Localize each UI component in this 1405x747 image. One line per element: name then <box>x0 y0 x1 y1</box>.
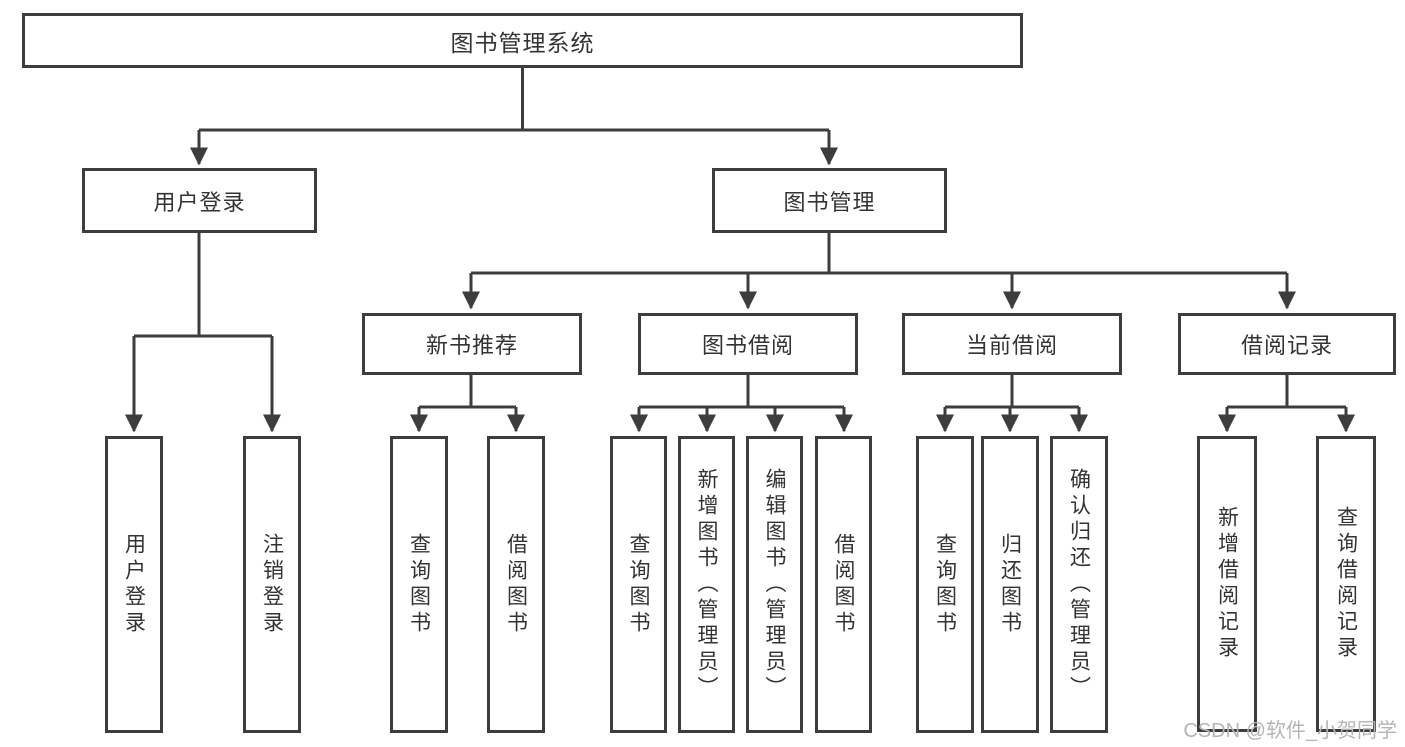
leaf-user-login: 用户登录 <box>105 436 163 733</box>
leaf-recommend-borrow-books: 借阅图书 <box>487 436 545 733</box>
node-root-library-system: 图书管理系统 <box>22 13 1023 68</box>
leaf-recommend-borrow-books-label: 借阅图书 <box>504 532 528 637</box>
node-user-login-branch-label: 用户登录 <box>153 189 246 215</box>
leaf-user-login-label: 用户登录 <box>122 532 146 637</box>
leaf-current-return-books-label: 归还图书 <box>998 532 1022 637</box>
leaf-borrow-query-books-label: 查询图书 <box>627 532 650 637</box>
leaf-current-confirm-return-label: 确认归还（管理员） <box>1067 467 1091 702</box>
leaf-records-query-record-label: 查询借阅记录 <box>1334 506 1358 662</box>
node-new-book-recommend: 新书推荐 <box>362 313 582 375</box>
node-new-book-recommend-label: 新书推荐 <box>425 333 518 358</box>
node-borrow-records-label: 借阅记录 <box>1240 333 1333 358</box>
leaf-current-query-books: 查询图书 <box>916 436 974 733</box>
leaf-current-return-books: 归还图书 <box>981 436 1039 733</box>
node-book-borrow: 图书借阅 <box>638 313 858 375</box>
leaf-logout: 注销登录 <box>243 436 301 733</box>
leaf-borrow-edit-books: 编辑图书（管理员） <box>746 436 803 733</box>
leaf-current-query-books-label: 查询图书 <box>933 532 957 637</box>
leaf-records-add-record-label: 新增借阅记录 <box>1215 506 1239 662</box>
leaf-records-query-record: 查询借阅记录 <box>1316 436 1376 732</box>
node-root-label: 图书管理系统 <box>450 29 595 56</box>
leaf-records-add-record: 新增借阅记录 <box>1197 436 1257 732</box>
node-borrow-records: 借阅记录 <box>1178 313 1396 375</box>
node-current-borrow: 当前借阅 <box>902 313 1122 375</box>
watermark: CSDN @软件_小贺同学 <box>1183 720 1397 742</box>
leaf-current-confirm-return: 确认归还（管理员） <box>1050 436 1108 733</box>
node-book-management: 图书管理 <box>712 168 947 233</box>
node-book-management-label: 图书管理 <box>783 189 876 215</box>
node-current-borrow-label: 当前借阅 <box>965 333 1058 358</box>
leaf-borrow-add-books-label: 新增图书（管理员） <box>695 467 718 702</box>
leaf-borrow-borrow-books-label: 借阅图书 <box>832 532 855 637</box>
leaf-borrow-borrow-books: 借阅图书 <box>815 436 872 733</box>
leaf-recommend-query-books: 查询图书 <box>390 436 448 733</box>
leaf-recommend-query-books-label: 查询图书 <box>407 532 431 637</box>
leaf-logout-label: 注销登录 <box>260 532 284 637</box>
node-book-borrow-label: 图书借阅 <box>701 333 794 358</box>
node-user-login-branch: 用户登录 <box>82 168 317 233</box>
leaf-borrow-query-books: 查询图书 <box>610 436 667 733</box>
leaf-borrow-add-books: 新增图书（管理员） <box>678 436 735 733</box>
leaf-borrow-edit-books-label: 编辑图书（管理员） <box>763 467 786 702</box>
